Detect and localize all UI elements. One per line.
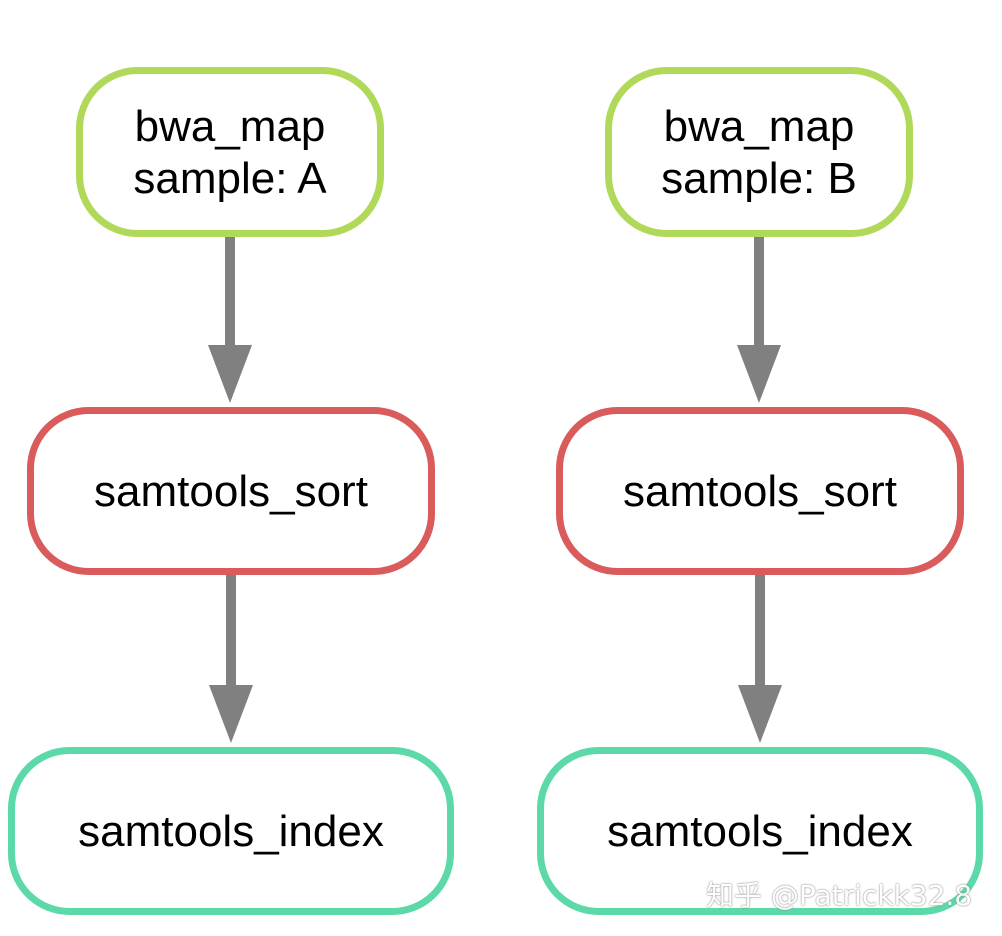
node-sort_B: samtools_sort (556, 407, 964, 575)
node-sort_A: samtools_sort (27, 407, 435, 575)
edge-bwa_map_A-to-sort_A (208, 237, 252, 403)
node-label: bwa_map (664, 102, 855, 151)
node-box (76, 67, 384, 237)
node-label: samtools_index (78, 807, 384, 856)
node-box (605, 67, 913, 237)
node-label: samtools_sort (623, 467, 897, 516)
node-index_B: samtools_index (537, 747, 983, 915)
node-label: bwa_map (135, 102, 326, 151)
arrowhead-icon (208, 345, 252, 403)
edge-sort_A-to-index_A (209, 575, 253, 743)
node-box (27, 407, 435, 575)
arrowhead-icon (209, 685, 253, 743)
node-index_A: samtools_index (8, 747, 454, 915)
node-label: samtools_sort (94, 467, 368, 516)
node-box (8, 747, 454, 915)
node-box (556, 407, 964, 575)
watermark-text: 知乎 @Patrickk32.8 (706, 879, 973, 912)
edge-sort_B-to-index_B (738, 575, 782, 743)
edge-bwa_map_B-to-sort_B (737, 237, 781, 403)
node-box (537, 747, 983, 915)
node-label: sample: B (661, 154, 857, 203)
node-label: sample: A (133, 154, 327, 203)
arrowhead-icon (737, 345, 781, 403)
node-label: samtools_index (607, 807, 913, 856)
arrowhead-icon (738, 685, 782, 743)
